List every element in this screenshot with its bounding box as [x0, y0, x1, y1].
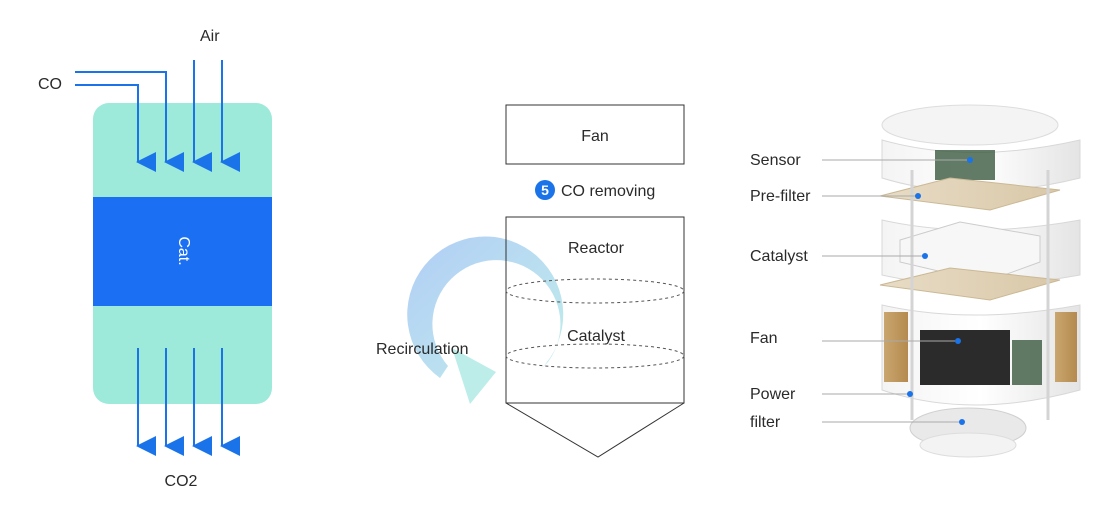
fan-box-label: Fan — [581, 128, 609, 145]
callout-dots — [907, 157, 973, 425]
recirculation-arrowhead — [452, 348, 496, 404]
top-cap — [881, 104, 1059, 146]
sensor-label: Sensor — [750, 152, 801, 169]
step-number: 5 — [541, 182, 549, 198]
co-input-label: CO — [38, 76, 62, 93]
step-badge — [535, 180, 555, 200]
catalyst-part-label: Catalyst — [750, 248, 808, 265]
co-inlet-arrow-2 — [75, 84, 156, 172]
step-label: CO removing — [561, 183, 655, 200]
callout-leaders — [822, 159, 970, 423]
middle-flow-diagram: Fan 5 CO removing Recirculation Reactor … — [376, 104, 685, 458]
reactor-label: Reactor — [568, 240, 625, 257]
fan-box — [505, 104, 685, 165]
recirculation-label: Recirculation — [376, 341, 468, 358]
catalyst-bed-bottom — [505, 343, 685, 369]
reactor-cone — [505, 402, 685, 458]
sensor-board — [935, 150, 995, 180]
power-label: Power — [750, 386, 796, 403]
pre-filter-pad — [879, 177, 1061, 211]
co2-output-label: CO2 — [165, 473, 198, 490]
co-inlet-arrow-1 — [75, 71, 184, 172]
power-filter-base — [919, 432, 1017, 458]
fan-unit — [920, 330, 1010, 385]
fan-wood-panel-left — [884, 312, 908, 382]
fan-board — [1012, 340, 1042, 385]
catalyst-block — [899, 221, 1041, 283]
reactor-box — [505, 216, 685, 404]
catalyst-label: Catalyst — [567, 328, 625, 345]
recirculation-arrow — [407, 236, 564, 378]
catalyst-layer-label: Cat. — [175, 236, 192, 265]
catalyst-layer — [93, 197, 272, 306]
filter-label: filter — [750, 414, 781, 431]
catalyst-pad — [879, 267, 1061, 301]
catalyst-bed-top — [505, 278, 685, 304]
left-reactor-diagram: Cat. CO Air CO2 — [38, 28, 272, 490]
fan-part-label: Fan — [750, 330, 778, 347]
exploded-device-illustration: Sensor Pre-filter Catalyst Fan Power fil… — [750, 104, 1081, 458]
air-input-label: Air — [200, 28, 220, 45]
fan-wood-panel-right — [1055, 312, 1077, 382]
pre-filter-label: Pre-filter — [750, 188, 811, 205]
